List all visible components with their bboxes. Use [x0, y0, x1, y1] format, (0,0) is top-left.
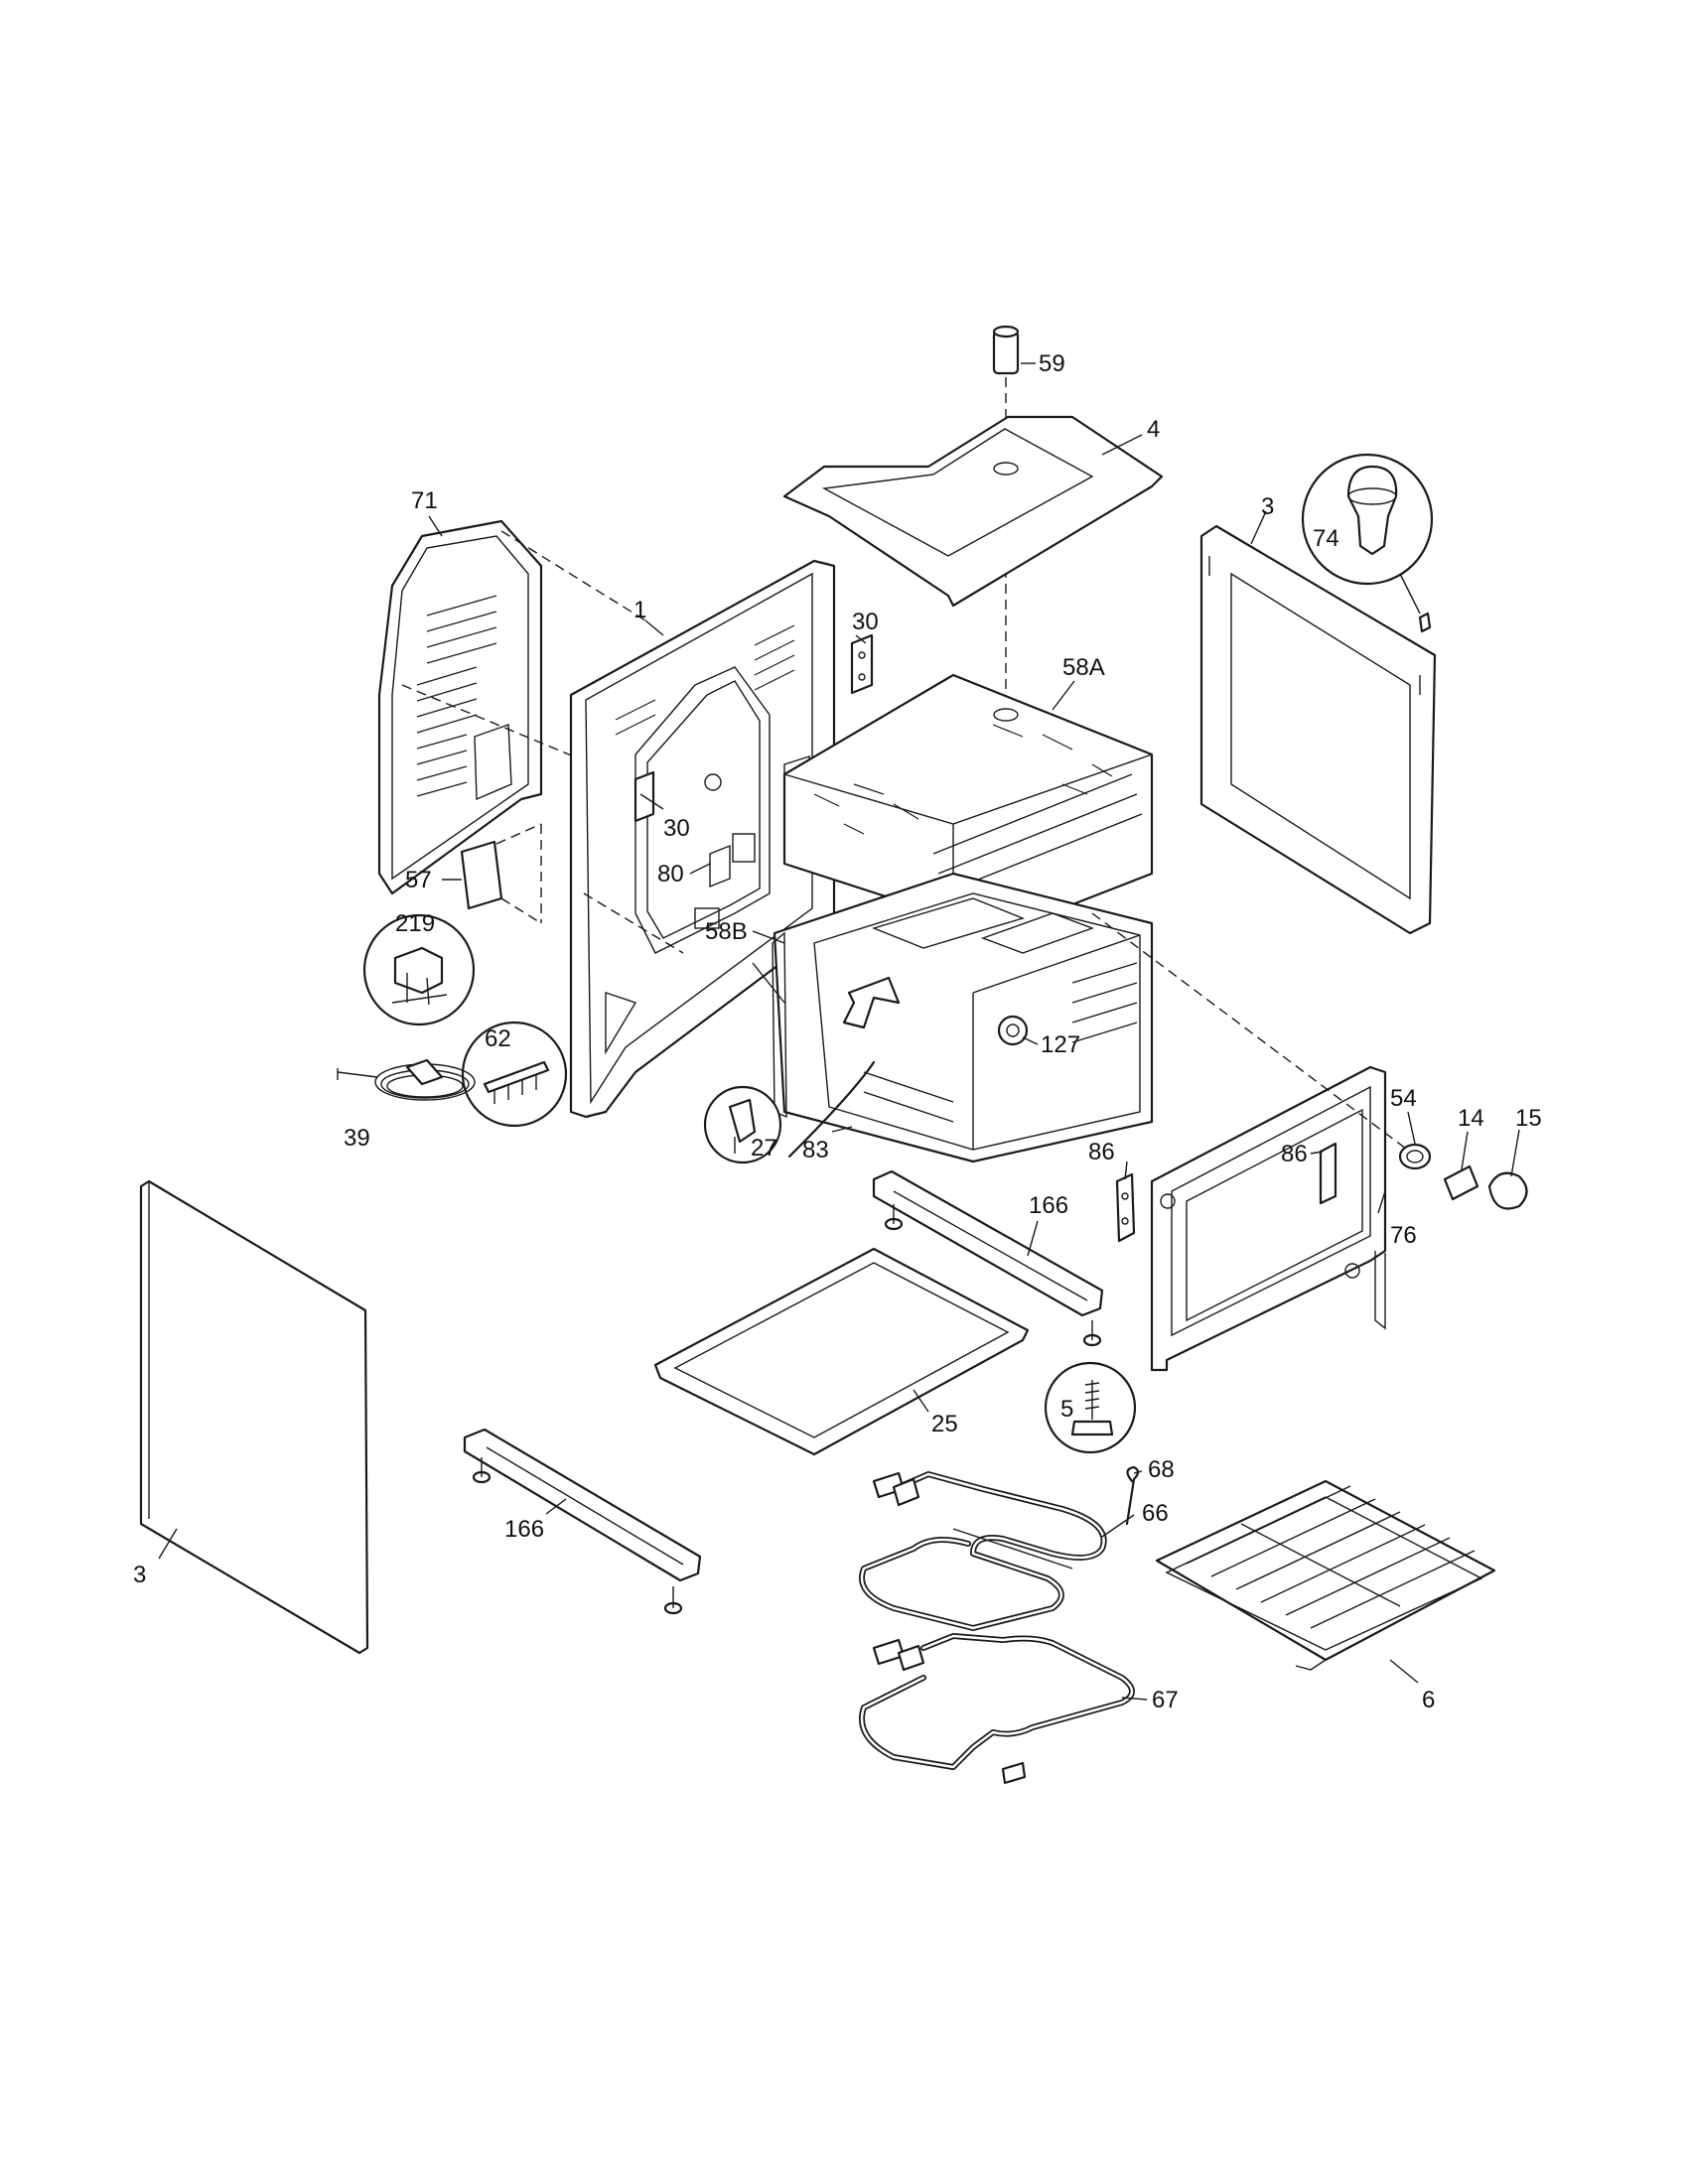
callout-3-upper: 3 [1261, 493, 1274, 520]
part-67-bake-element [859, 1633, 1135, 1785]
part-71-back-panel [377, 519, 646, 895]
callout-59: 59 [1039, 350, 1065, 377]
callout-4: 4 [1147, 416, 1160, 443]
callout-76: 76 [1390, 1222, 1417, 1249]
part-6-oven-rack [1155, 1479, 1496, 1671]
part-lamp-assembly [1091, 912, 1528, 1210]
part-83-oven-cavity [772, 872, 1154, 1163]
part-166-rail-lower [463, 1428, 702, 1615]
callout-67: 67 [1152, 1687, 1179, 1713]
part-86-hinge [1115, 1172, 1136, 1243]
callout-1: 1 [633, 597, 646, 623]
part-39-power-cord [337, 1058, 476, 1101]
callout-127: 127 [1041, 1031, 1080, 1058]
callout-71: 71 [411, 487, 438, 514]
callout-58A: 58A [1062, 654, 1105, 681]
callout-30-top: 30 [852, 609, 879, 635]
part-25-bottom-panel [653, 1247, 1030, 1456]
callout-166-upper: 166 [1029, 1192, 1068, 1219]
callout-219: 219 [395, 910, 435, 937]
callout-86-frame: 86 [1281, 1141, 1308, 1167]
part-76-front-frame [1150, 1065, 1387, 1372]
callout-80: 80 [657, 861, 684, 887]
part-57-plate [460, 823, 542, 924]
part-3-side-panel-lower [139, 1179, 369, 1655]
callout-39: 39 [344, 1125, 370, 1152]
callout-15: 15 [1515, 1105, 1542, 1132]
callout-86-hinge: 86 [1088, 1139, 1115, 1165]
callout-5: 5 [1060, 1396, 1073, 1423]
part-4-top-panel [782, 415, 1164, 608]
part-1-main-frame [569, 559, 874, 1119]
part-3-side-panel-upper [1199, 524, 1437, 935]
callout-14: 14 [1458, 1105, 1484, 1132]
part-66-broil-element [859, 1471, 1107, 1631]
part-68-clip [1125, 1465, 1140, 1526]
part-74-knob [1301, 453, 1434, 633]
callout-68: 68 [1148, 1456, 1175, 1483]
callout-166-lower: 166 [504, 1516, 544, 1543]
part-27-bracket [703, 1085, 782, 1164]
callout-58B: 58B [705, 918, 748, 945]
part-219-terminal-block [362, 913, 476, 1026]
callout-57: 57 [405, 867, 432, 893]
part-58A-insulation [782, 673, 1154, 945]
callout-25: 25 [931, 1411, 958, 1437]
callout-6: 6 [1422, 1687, 1435, 1713]
part-5-leveling-leg [1044, 1361, 1137, 1454]
part-166-rail-upper [872, 1169, 1104, 1347]
callout-54: 54 [1390, 1085, 1417, 1112]
callout-83: 83 [802, 1137, 829, 1163]
callout-labels: 59 4 71 1 30 3 74 58A 30 80 57 219 58B 6… [133, 350, 1542, 1713]
callout-30-mid: 30 [663, 815, 690, 842]
callout-27: 27 [751, 1135, 777, 1161]
callout-62: 62 [485, 1025, 511, 1052]
callout-74: 74 [1313, 525, 1339, 552]
leader-lines [158, 362, 1520, 1701]
callout-66: 66 [1142, 1500, 1169, 1527]
callout-3-lower: 3 [133, 1562, 146, 1588]
part-62-connector [461, 1021, 568, 1128]
